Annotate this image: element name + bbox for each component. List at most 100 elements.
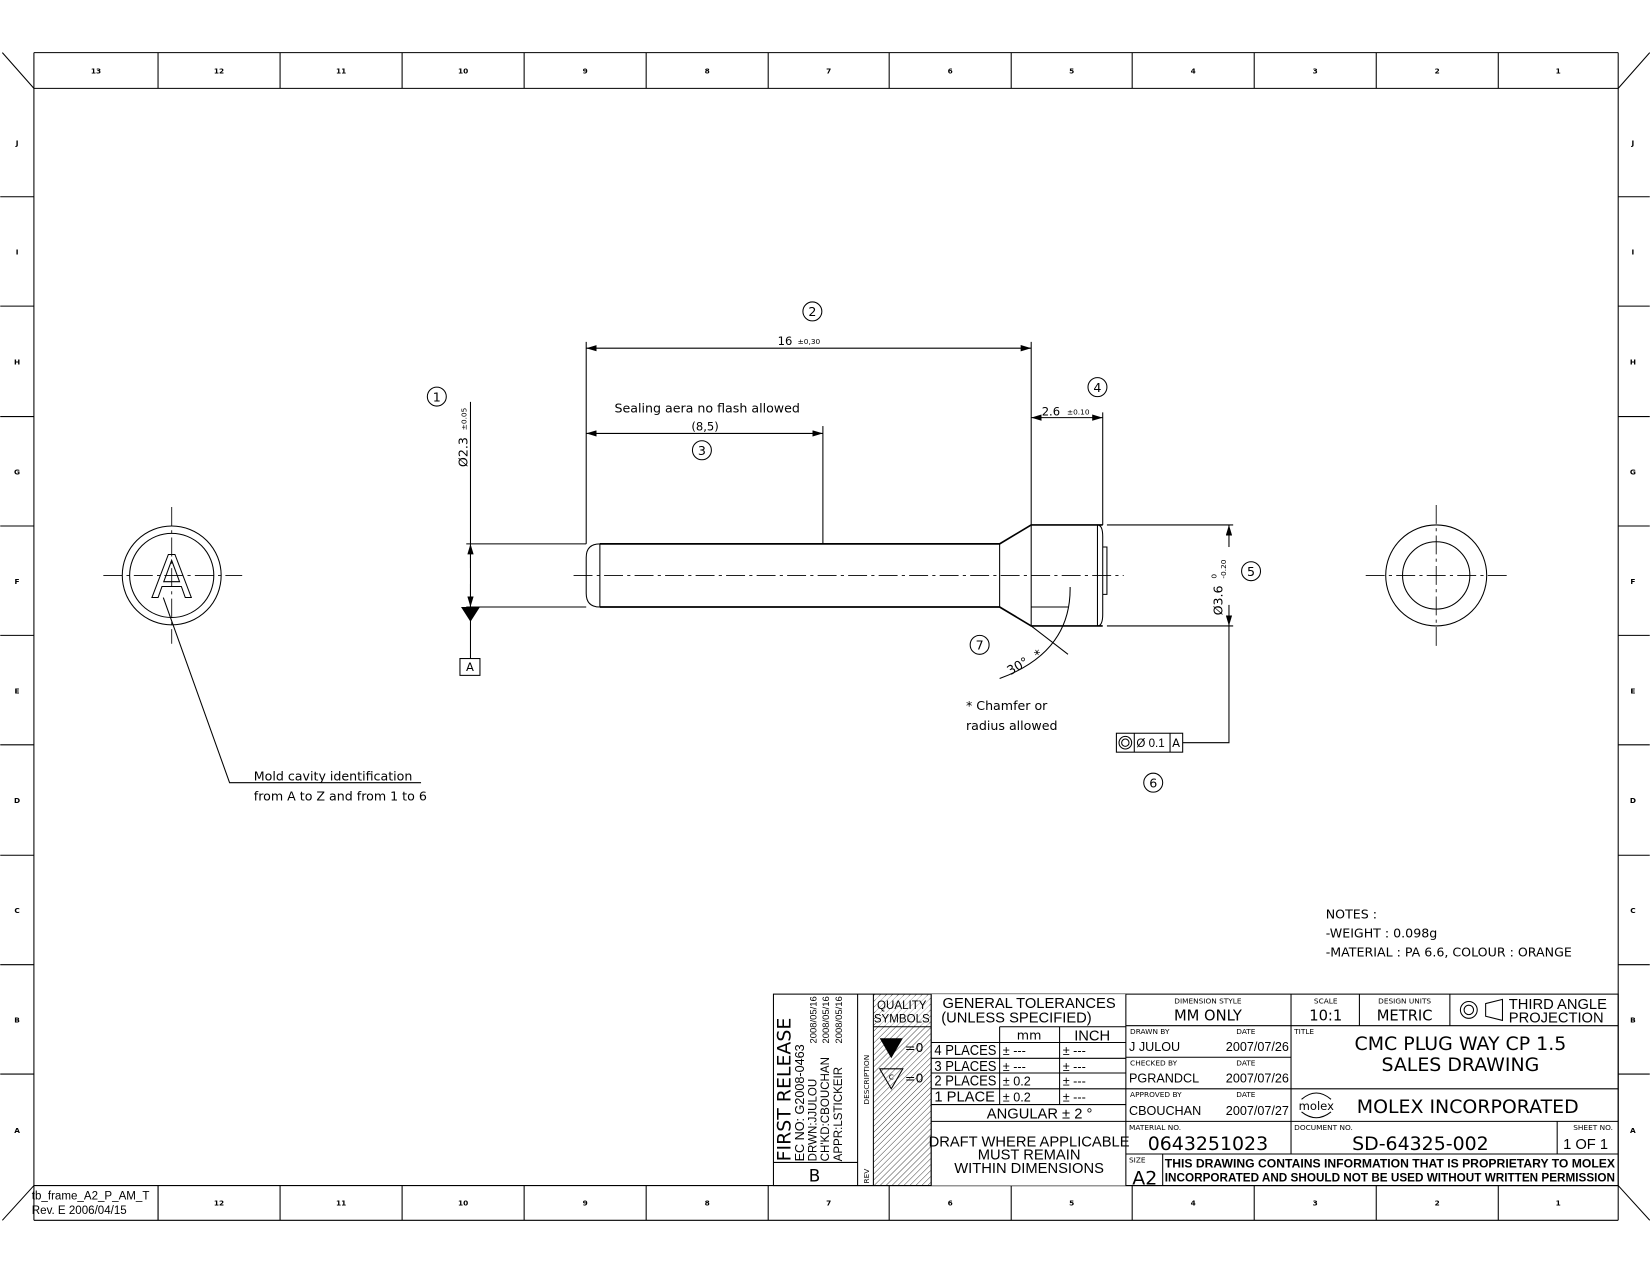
row-label: F: [1630, 577, 1635, 586]
tolerance-row-label: 2 PLACES: [934, 1074, 996, 1090]
quality-label: QUALITY: [877, 1000, 927, 1012]
sealing-note: Sealing aera no flash allowed: [614, 400, 799, 415]
rev-letter: B: [809, 1165, 821, 1185]
rev-checked-date: 2008/05/16: [821, 996, 832, 1043]
dim-length: 16: [778, 334, 793, 348]
dim-head-dia-lower: -0.20: [1219, 559, 1228, 578]
quality-c: C: [889, 1072, 894, 1081]
tolerance-row-inch: ± ---: [1063, 1060, 1086, 1074]
rev-checked: CH'KD:CBOUCHAN: [820, 1057, 832, 1161]
rev-label: REV: [862, 1169, 871, 1184]
column-label: 13: [91, 67, 101, 76]
rev-description: FIRST RELEASE: [773, 1018, 795, 1162]
row-label: B: [1630, 1016, 1636, 1025]
row-label: C: [14, 906, 19, 915]
size-label: SIZE: [1129, 1155, 1146, 1164]
column-label: 2: [1435, 1199, 1440, 1208]
row-label: E: [1630, 686, 1635, 695]
row-label: C: [1630, 906, 1635, 915]
rev-approved-date: 2008/05/16: [834, 996, 845, 1043]
rev-drawn: DRWN:JJULOU: [808, 1079, 820, 1162]
column-label: 7: [826, 1199, 831, 1208]
balloon: 7: [969, 634, 990, 655]
critical-dimension-icon: [879, 1038, 903, 1059]
tolerance-row-inch: ± ---: [1063, 1044, 1086, 1058]
row-label: E: [15, 686, 20, 695]
tolerance-row-inch: ± ---: [1063, 1075, 1086, 1089]
sheet-label: SHEET NO.: [1573, 1123, 1613, 1132]
drawing-title: CMC PLUG WAY CP 1.5: [1355, 1033, 1567, 1055]
dimension-style: MM ONLY: [1174, 1007, 1243, 1024]
quality-eq: =0: [905, 1040, 924, 1055]
date-label: DATE: [1236, 1027, 1255, 1036]
title-block: FIRST RELEASE EC NO: G2008-0463 DRWN:JJU…: [772, 993, 1619, 1190]
col-mm: mm: [1017, 1027, 1042, 1042]
column-label: 5: [1069, 67, 1074, 76]
svg-text:4: 4: [1093, 380, 1101, 395]
balloon: 2: [802, 301, 823, 322]
drawing-subtitle: SALES DRAWING: [1381, 1054, 1539, 1076]
proprietary-notice-2: INCORPORATED AND SHOULD NOT BE USED WITH…: [1165, 1172, 1615, 1184]
concentricity-icon: [1118, 735, 1133, 750]
column-label: 8: [705, 1199, 710, 1208]
design-units: METRIC: [1377, 1007, 1433, 1024]
svg-text:1: 1: [433, 389, 441, 404]
end-view-head: [1365, 504, 1507, 646]
third-angle-projection-icon: [1459, 998, 1504, 1022]
fcf-datum: A: [1172, 736, 1180, 750]
molex-logo: molex: [1299, 1092, 1334, 1119]
column-label: 9: [583, 67, 588, 76]
template-name: tb_frame_A2_P_AM_T: [32, 1190, 150, 1202]
projection: THIRD ANGLE: [1509, 997, 1607, 1013]
note-weight: -WEIGHT : 0.098g: [1326, 925, 1438, 940]
chamfer-note-radius: radius allowed: [966, 718, 1058, 733]
tolerance-row-mm: ± 0.2: [1003, 1075, 1031, 1089]
quality-label-2: SYMBOLS: [874, 1014, 930, 1026]
row-label: J: [15, 139, 19, 148]
balloon: 4: [1087, 377, 1108, 398]
date-label: DATE: [1236, 1059, 1255, 1068]
column-label: 12: [214, 1199, 224, 1208]
tolerance-row-mm: ± ---: [1003, 1044, 1026, 1058]
document-no-label: DOCUMENT NO.: [1294, 1123, 1353, 1132]
material-no: 0643251023: [1148, 1133, 1268, 1155]
svg-text:5: 5: [1247, 564, 1255, 579]
cavity-letter: A: [152, 543, 192, 612]
row-label: D: [14, 796, 20, 805]
column-label: 6: [948, 67, 953, 76]
company-name: MOLEX INCORPORATED: [1357, 1096, 1579, 1118]
dim-sealing: (8,5): [691, 419, 718, 433]
dim-shaft-tol: ±0.05: [459, 407, 468, 430]
svg-text:molex: molex: [1299, 1099, 1334, 1113]
row-label: H: [1630, 358, 1636, 367]
proprietary-notice: THIS DRAWING CONTAINS INFORMATION THAT I…: [1165, 1159, 1616, 1171]
projection-2: PROJECTION: [1509, 1011, 1604, 1027]
column-label: 4: [1191, 1199, 1196, 1208]
column-label: 11: [336, 1199, 346, 1208]
tolerances-subtitle: (UNLESS SPECIFIED): [941, 1011, 1091, 1027]
tolerance-row-label: 1 PLACE: [934, 1089, 995, 1105]
chamfer-note: * Chamfer or: [966, 698, 1048, 713]
dim-shaft-dia: Ø2.3: [455, 437, 470, 467]
balloon: 1: [426, 386, 447, 407]
checked-by-label: CHECKED BY: [1130, 1059, 1178, 1068]
row-label: A: [1630, 1126, 1636, 1135]
draft-note: DRAFT WHERE APPLICABLE: [929, 1135, 1130, 1151]
column-label: 11: [336, 67, 346, 76]
checked-date: 2007/07/26: [1226, 1071, 1289, 1085]
column-label: 10: [458, 1199, 468, 1208]
draft-note-3: WITHIN DIMENSIONS: [954, 1161, 1104, 1177]
column-label: 1: [1556, 67, 1561, 76]
quality-eq-2: =0: [905, 1070, 924, 1085]
column-label: 1: [1556, 1199, 1561, 1208]
svg-text:6: 6: [1149, 775, 1157, 790]
tolerance-row-inch: ± ---: [1063, 1090, 1086, 1104]
scale-label: SCALE: [1314, 997, 1338, 1006]
column-label: 2: [1435, 67, 1440, 76]
rev-ec-no: EC NO: G2008-0463: [793, 1044, 807, 1161]
tolerances-title: GENERAL TOLERANCES: [943, 996, 1116, 1012]
svg-text:2: 2: [808, 304, 816, 319]
column-label: 9: [583, 1199, 588, 1208]
date-label: DATE: [1236, 1090, 1255, 1099]
